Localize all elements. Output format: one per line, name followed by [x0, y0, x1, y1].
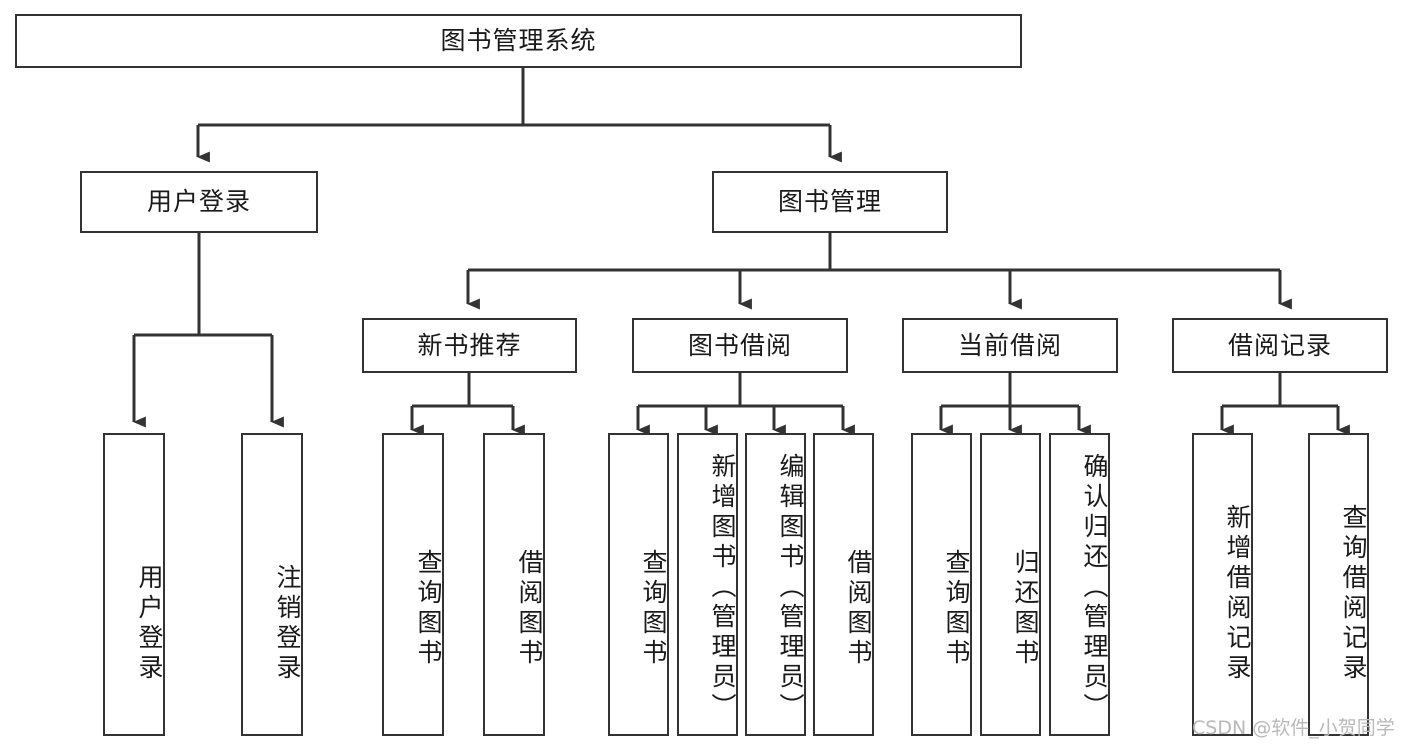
leaf-user-login-label: 用户登录: [135, 563, 164, 684]
leaf-add-book-label: 新增图书（管理员）: [708, 452, 737, 723]
leaf-query-book-nb-label: 查询图书: [414, 548, 443, 669]
node-root-label: 图书管理系统: [440, 26, 597, 56]
leaf-return-book-label: 归还图书: [1011, 548, 1040, 669]
node-borrow-record-label: 借阅记录: [1227, 330, 1332, 360]
leaf-borrow-book-bb[interactable]: 借阅图书: [813, 433, 874, 736]
leaf-borrow-book-nb[interactable]: 借阅图书: [483, 433, 545, 736]
leaf-query-borrow-record-label: 查询借阅记录: [1339, 503, 1368, 684]
leaf-user-login[interactable]: 用户登录: [103, 433, 165, 736]
node-user-login-label: 用户登录: [146, 187, 251, 217]
leaf-add-book[interactable]: 新增图书（管理员）: [677, 433, 738, 736]
leaf-borrow-book-bb-label: 借阅图书: [844, 548, 873, 669]
leaf-query-book-bb[interactable]: 查询图书: [608, 433, 669, 736]
leaf-query-book-cb[interactable]: 查询图书: [911, 433, 972, 736]
leaf-edit-book-label: 编辑图书（管理员）: [776, 452, 805, 723]
leaf-query-book-nb[interactable]: 查询图书: [382, 433, 444, 736]
leaf-add-borrow-record-label: 新增借阅记录: [1223, 503, 1252, 684]
node-book-management[interactable]: 图书管理: [712, 171, 948, 233]
leaf-return-book[interactable]: 归还图书: [980, 433, 1041, 736]
leaf-logout[interactable]: 注销登录: [241, 433, 303, 736]
leaf-query-book-cb-label: 查询图书: [942, 548, 971, 669]
leaf-confirm-return-label: 确认归还（管理员）: [1080, 452, 1109, 723]
leaf-confirm-return[interactable]: 确认归还（管理员）: [1049, 433, 1110, 736]
node-current-borrow-label: 当前借阅: [957, 330, 1062, 360]
node-book-borrow[interactable]: 图书借阅: [632, 318, 848, 373]
leaf-query-borrow-record[interactable]: 查询借阅记录: [1308, 433, 1369, 736]
node-borrow-record[interactable]: 借阅记录: [1172, 318, 1388, 373]
node-root[interactable]: 图书管理系统: [15, 14, 1022, 68]
node-book-management-label: 图书管理: [777, 187, 882, 217]
leaf-add-borrow-record[interactable]: 新增借阅记录: [1192, 433, 1253, 736]
node-book-borrow-label: 图书借阅: [687, 330, 792, 360]
node-new-book-recommend-label: 新书推荐: [417, 330, 522, 360]
node-current-borrow[interactable]: 当前借阅: [902, 318, 1118, 373]
node-user-login[interactable]: 用户登录: [80, 171, 318, 233]
leaf-logout-label: 注销登录: [273, 563, 302, 684]
leaf-query-book-bb-label: 查询图书: [639, 548, 668, 669]
leaf-edit-book[interactable]: 编辑图书（管理员）: [745, 433, 806, 736]
leaf-borrow-book-nb-label: 借阅图书: [515, 548, 544, 669]
csdn-watermark: CSDN @软件_小贺同学: [1192, 717, 1395, 739]
node-new-book-recommend[interactable]: 新书推荐: [362, 318, 577, 373]
